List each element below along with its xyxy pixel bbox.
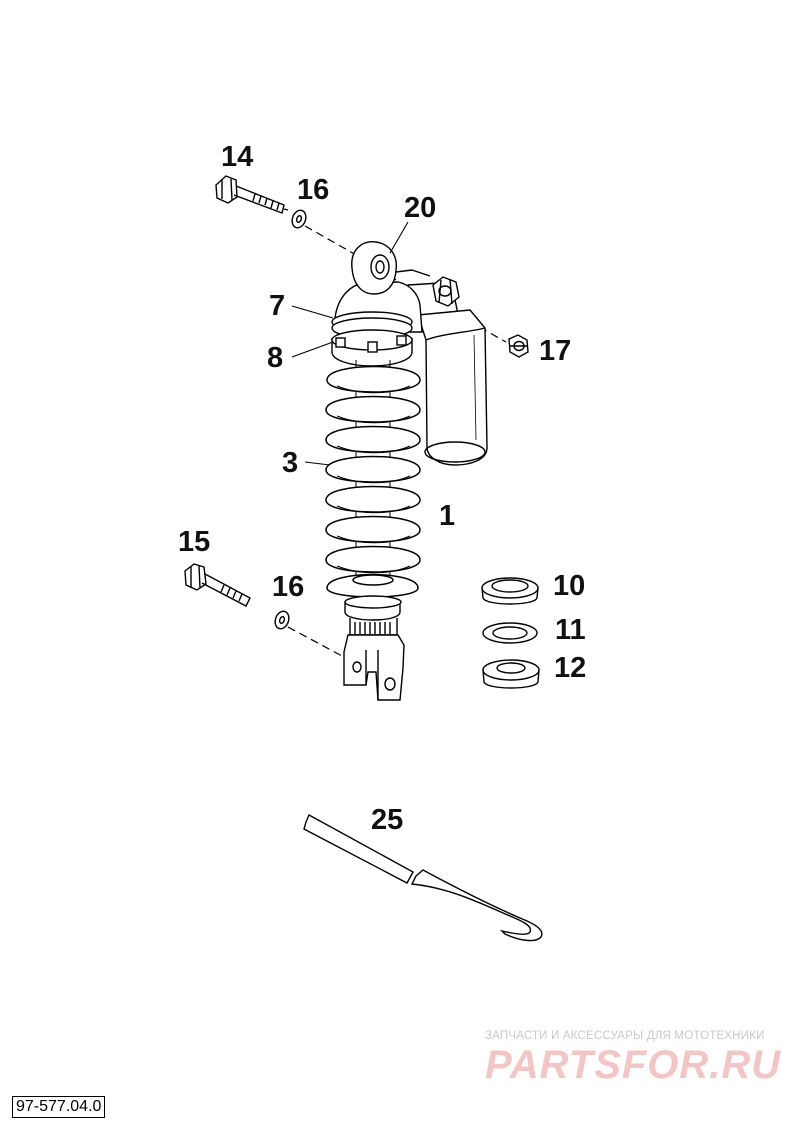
lower-mount-part (343, 595, 405, 701)
callout-7: 7 (269, 290, 286, 322)
leader-bolt-bottom (287, 626, 343, 657)
bushing-ring-part (482, 659, 540, 689)
watermark-tagline: ЗАПЧАСТИ И АКСЕССУАРЫ ДЛЯ МОТОТЕХНИКИ (485, 1030, 765, 1042)
washer-ring-part (482, 622, 538, 644)
callout-11: 11 (555, 614, 586, 646)
bolt-bottom-part (184, 563, 251, 607)
bolt-top-part (215, 175, 289, 214)
callout-10: 10 (553, 570, 586, 602)
washer-top-part (291, 209, 307, 229)
top-eyelet-part (351, 241, 397, 295)
adjuster-knob-part (432, 276, 460, 307)
callout-14: 14 (221, 141, 254, 173)
watermark-logo: PARTSFOR.RU (485, 1043, 782, 1087)
diagram-code-label: 97-577.04.0 (12, 1096, 106, 1118)
seal-ring-part (481, 577, 539, 605)
washer-bottom-part (274, 610, 290, 630)
callout-20: 20 (404, 192, 437, 224)
nut-part (508, 334, 529, 358)
callout-1: 1 (439, 500, 456, 532)
preload-ring-part (331, 311, 413, 367)
callout-16-lower: 16 (272, 571, 305, 603)
callout-25: 25 (371, 804, 404, 836)
callout-3: 3 (282, 447, 299, 479)
callout-8: 8 (267, 342, 284, 374)
coil-spring-part (325, 365, 421, 598)
callout-12: 12 (554, 652, 587, 684)
callout-15: 15 (178, 526, 211, 558)
leader-bolt-top (304, 225, 359, 257)
callout-16-upper: 16 (297, 174, 330, 206)
spanner-wrench-part (303, 814, 543, 942)
callout-17: 17 (539, 335, 572, 367)
callout-leaders (291, 221, 409, 466)
watermark: ЗАПЧАСТИ И АКСЕССУАРЫ ДЛЯ МОТОТЕХНИКИ PA… (485, 1030, 795, 1088)
